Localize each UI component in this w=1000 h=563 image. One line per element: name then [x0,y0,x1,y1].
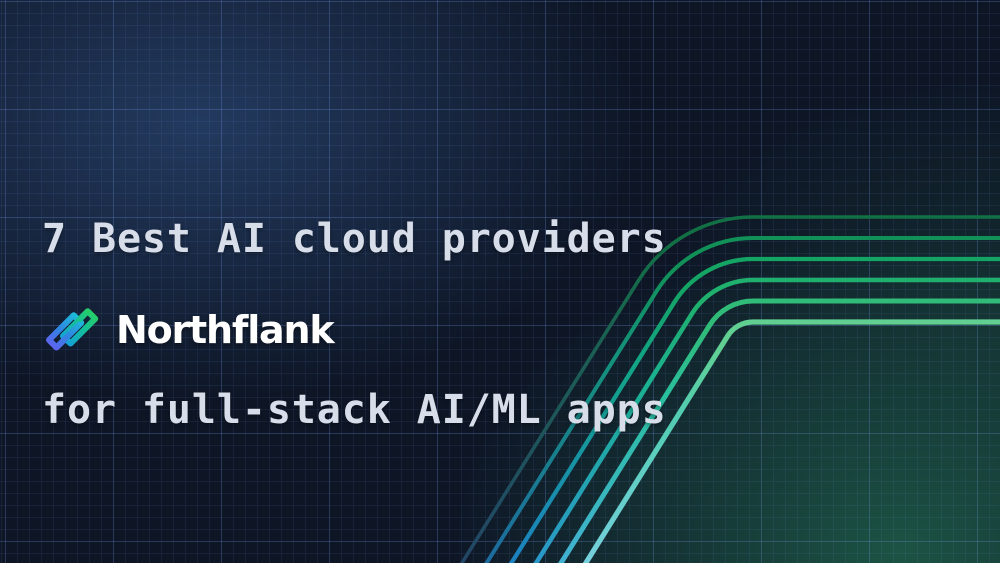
page-title: 7 Best AI cloud providers for full-stack… [42,97,667,553]
northflank-logo-icon [46,308,99,351]
northflank-wordmark: Northflank [116,308,335,352]
title-line-1: 7 Best AI cloud providers [42,216,667,262]
curve-line-1 [459,215,1000,563]
curve-line-2 [484,236,1000,563]
curve-line-4 [533,277,1000,563]
curve-line-5 [558,298,1000,563]
title-line-2: for full-stack AI/ML apps [42,387,667,433]
curve-line-6 [582,319,1000,563]
northflank-logo: Northflank [43,306,335,354]
curve-line-3 [508,256,1000,563]
